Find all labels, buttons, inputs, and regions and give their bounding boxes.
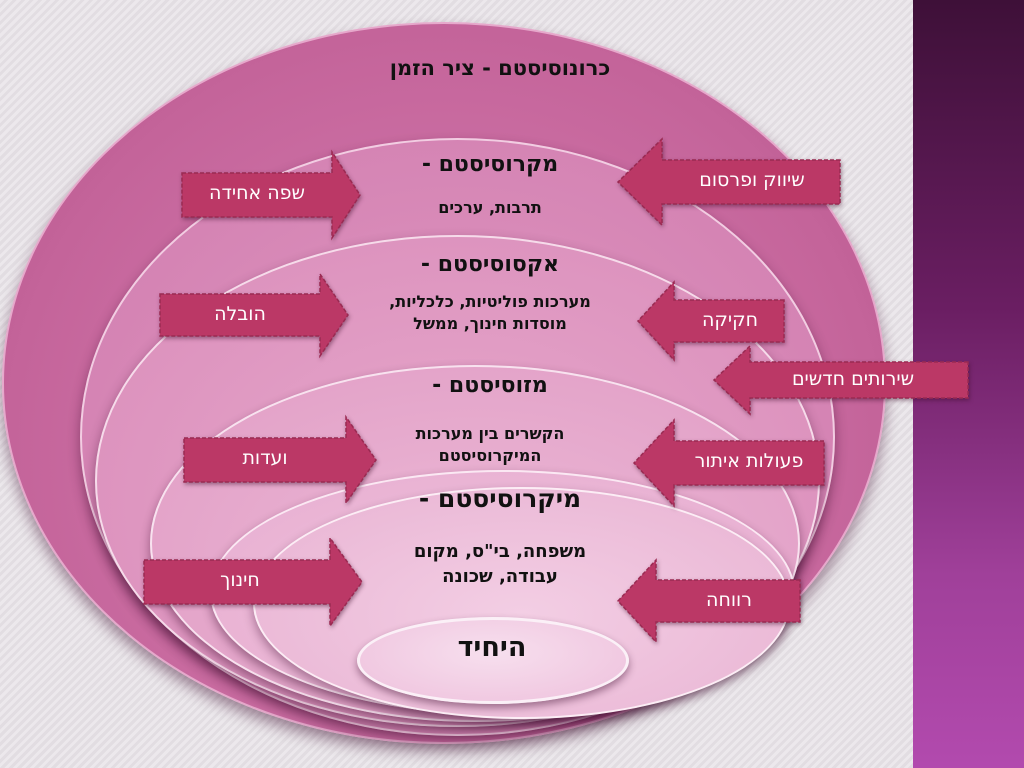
exosystem-detail-line2: מוסדות חינוך, ממשל <box>413 314 567 333</box>
mesosystem-detail-line2: המיקרוסיסטם <box>438 446 542 465</box>
arrow-welfare <box>616 558 801 644</box>
arrow-label-legislation: חקיקה <box>701 309 759 331</box>
arrow-legislation <box>636 280 785 362</box>
chronosystem-title: כרונוסיסטם - ציר הזמן <box>389 56 611 80</box>
arrow-committees <box>183 414 377 506</box>
mesosystem-detail-line1: הקשרים בין מערכות <box>415 424 565 443</box>
arrow-label-leadership: הובלה <box>214 303 266 325</box>
mesosystem-heading: מזוסיסטם - <box>432 373 548 398</box>
arrow-shared-language <box>181 149 361 241</box>
arrow-new-services <box>712 344 969 416</box>
microsystem-detail-line1: משפחה, בי"ס, מקום <box>413 541 587 562</box>
arrow-label-outreach: פעולות איתור <box>694 450 804 472</box>
arrow-label-marketing: שיווק ופרסום <box>699 169 805 191</box>
arrow-label-new-services: שירותים חדשים <box>791 368 915 390</box>
arrow-label-shared-language: שפה אחידה <box>209 182 305 204</box>
arrow-label-welfare: רווחה <box>706 589 752 611</box>
macrosystem-detail: תרבות, ערכים <box>438 198 542 217</box>
microsystem-heading: מיקרוסיסטם - <box>418 484 582 513</box>
exosystem-heading: אקסוסיסטם - <box>420 252 560 277</box>
arrow-label-committees: ועדות <box>242 447 288 469</box>
arrow-outreach <box>632 418 825 508</box>
exosystem-detail-line1: מערכות פוליטיות, כלכליות, <box>389 292 591 311</box>
macrosystem-heading: מקרוסיסטם - <box>421 152 559 177</box>
microsystem-detail-line2: עבודה, שכונה <box>442 566 558 587</box>
arrow-leadership <box>159 271 349 359</box>
arrow-marketing <box>616 137 841 227</box>
arrow-label-education: חינוך <box>220 569 260 591</box>
individual-ellipse <box>357 617 629 704</box>
individual-label: היחיד <box>457 632 527 663</box>
arrow-education <box>143 535 363 629</box>
